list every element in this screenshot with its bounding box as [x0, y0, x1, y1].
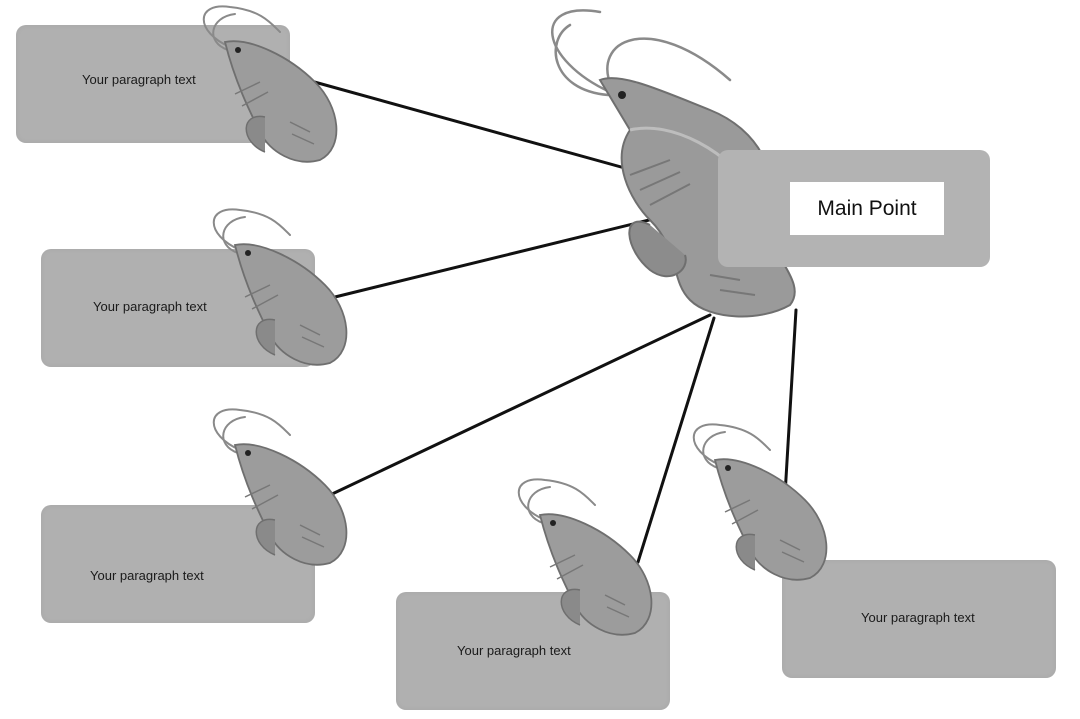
main-point-label: Main Point	[790, 182, 944, 235]
paragraph-text: Your paragraph text	[457, 643, 571, 658]
main-point-card: Main Point	[718, 150, 990, 267]
paragraph-text: Your paragraph text	[93, 299, 207, 314]
connector-line	[783, 308, 798, 497]
connector-line	[298, 76, 652, 177]
paragraph-text: Your paragraph text	[861, 610, 975, 625]
shrimp-icon	[212, 408, 348, 566]
connector-line	[636, 316, 716, 564]
shrimp-icon	[692, 423, 828, 581]
shrimp-icon	[212, 208, 348, 366]
shrimp-icon	[517, 478, 653, 636]
shrimp-icon	[202, 5, 338, 163]
paragraph-card: Your paragraph text	[782, 560, 1056, 678]
paragraph-text: Your paragraph text	[90, 568, 204, 583]
paragraph-text: Your paragraph text	[82, 72, 196, 87]
connector-line	[328, 313, 712, 497]
